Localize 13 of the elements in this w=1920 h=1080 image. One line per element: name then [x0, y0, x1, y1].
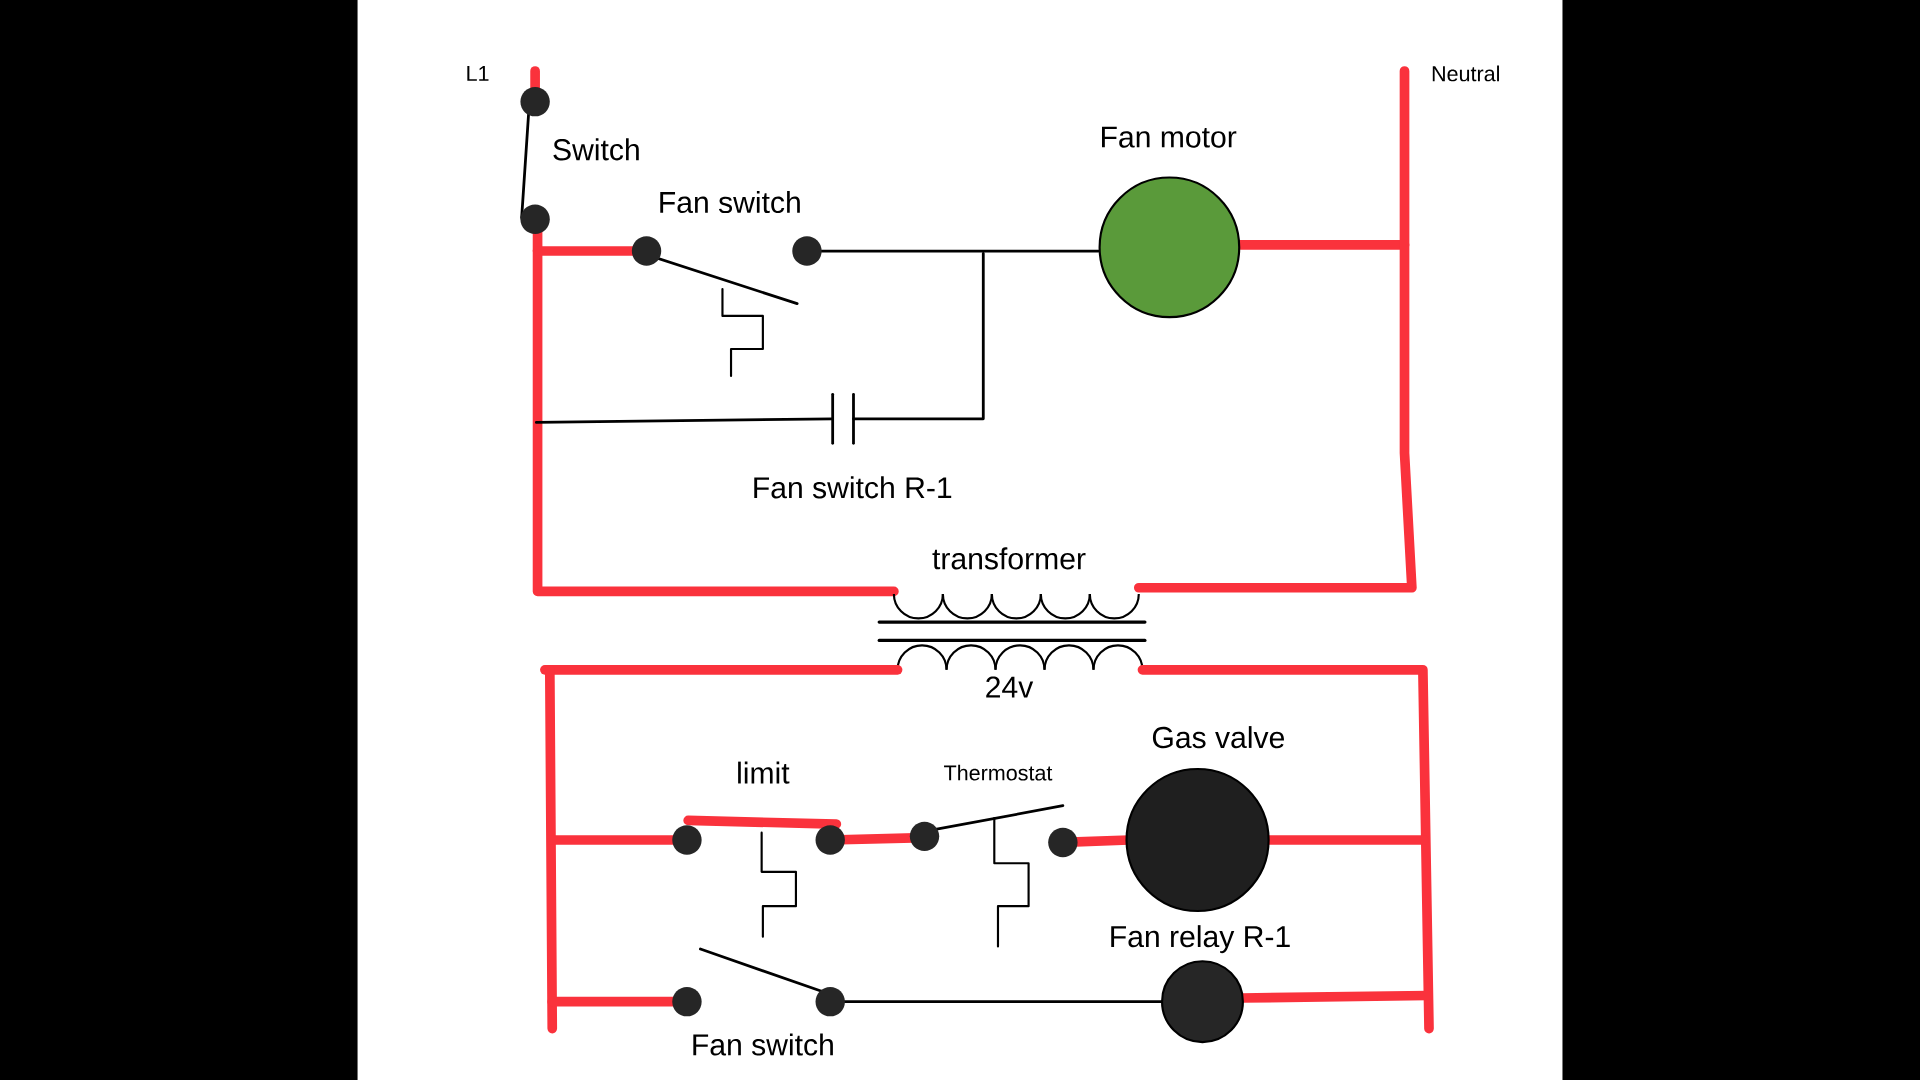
- node-label: Fan motor: [1102, 126, 1237, 148]
- component-label: L1: [467, 66, 489, 81]
- component-label: 24v: [986, 676, 1034, 698]
- component-label: Fan switch: [660, 190, 800, 214]
- component-label: Fan switch: [693, 1033, 833, 1056]
- component-label: transformer: [932, 547, 1086, 570]
- node-label: Fan relay R-1: [1111, 925, 1290, 954]
- component-label: Neutral: [1432, 65, 1499, 82]
- component-label: Thermostat: [944, 764, 1053, 781]
- component-label: limit: [738, 761, 790, 784]
- component-label: Fan switch R-1: [754, 476, 952, 499]
- node-label: Gas valve: [1152, 726, 1284, 749]
- component-label: Switch: [553, 138, 639, 161]
